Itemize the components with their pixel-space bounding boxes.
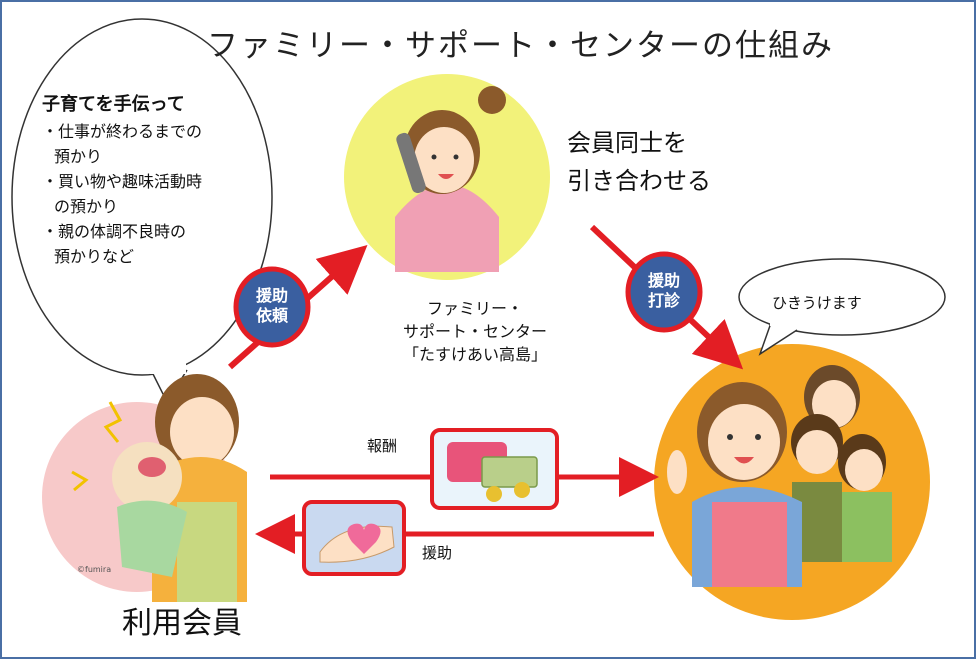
request-badge-text: 援助 依頼 xyxy=(252,286,292,326)
reward-label: 報酬 xyxy=(367,437,398,455)
sound-out-badge-text: 援助 打診 xyxy=(644,271,684,311)
center-action-line-1: 会員同士を xyxy=(567,129,687,157)
user-speech-text: 子育てを手伝って ・仕事が終わるまでの 預かり ・買い物や趣味活動時 の預かり … xyxy=(42,92,202,269)
center-action-line-2: 引き合わせる xyxy=(567,167,711,195)
center-label-line-2: サポート・センター xyxy=(402,322,547,341)
sound-out-badge-line-2: 打診 xyxy=(647,291,680,310)
center-circle xyxy=(344,74,550,280)
request-badge xyxy=(233,266,311,348)
center-label: ファミリー・ サポート・センター 「たすけあい高島」 xyxy=(360,297,590,366)
provider-circle xyxy=(654,344,930,620)
bubble-item-2-line-1: ・買い物や趣味活動時 xyxy=(42,172,203,191)
request-badge-line-2: 依頼 xyxy=(255,306,288,325)
provider-speech-bubble xyxy=(738,258,946,356)
center-label-line-1: ファミリー・ xyxy=(426,299,523,318)
center-label-line-3: 「たすけあい高島」 xyxy=(402,345,547,364)
hand-heart-icon xyxy=(302,500,406,576)
center-action-text: 会員同士を 引き合わせる xyxy=(567,124,711,200)
user-circle: ©fumira xyxy=(42,374,247,602)
user-member-label: 利用会員 xyxy=(122,606,242,641)
bubble-item-3-line-2: 預かりなど xyxy=(54,247,135,266)
bubble-heading: 子育てを手伝って xyxy=(42,94,185,115)
sound-out-badge xyxy=(625,251,703,333)
bubble-item-2-line-2: の預かり xyxy=(54,197,119,216)
bubble-item-1-line-1: ・仕事が終わるまでの xyxy=(42,122,203,141)
provider-speech-text: ひきうけます xyxy=(772,294,862,312)
wallet-money-icon xyxy=(430,428,559,510)
support-label: 援助 xyxy=(422,544,453,562)
request-badge-line-1: 援助 xyxy=(255,286,288,305)
diagram-title: ファミリー・サポート・センターの仕組み xyxy=(207,28,834,64)
svg-text:©fumira: ©fumira xyxy=(77,565,111,574)
bubble-item-1-line-2: 預かり xyxy=(54,147,103,166)
sound-out-badge-line-1: 援助 xyxy=(647,271,680,290)
bubble-item-3-line-1: ・親の体調不良時の xyxy=(42,222,187,241)
